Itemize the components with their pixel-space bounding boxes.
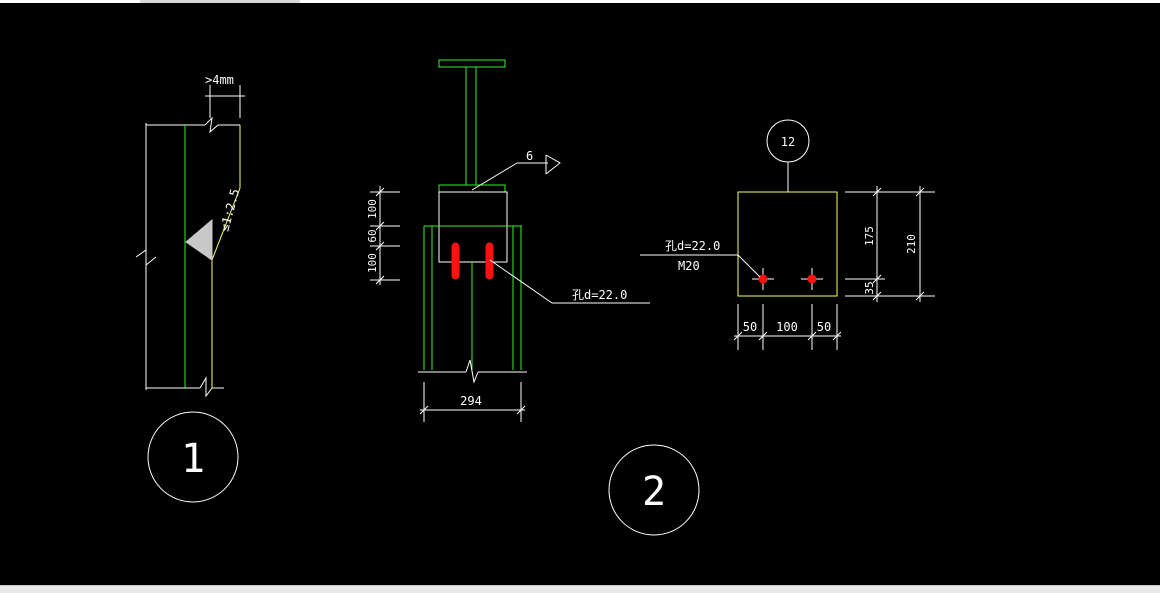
width-dimension xyxy=(419,382,526,422)
detail-12-number: 12 xyxy=(781,135,795,149)
dim-bottom-label: 100 xyxy=(366,253,379,273)
column-break xyxy=(418,359,527,384)
i-beam xyxy=(438,59,506,193)
weld-leader xyxy=(471,154,561,191)
plate-hole-leader xyxy=(640,254,761,278)
slope-label: ≤1:2.5 xyxy=(217,187,242,233)
drawing-canvas[interactable]: >4mm ≤1:2.5 xyxy=(0,3,1160,585)
toolbar-tab[interactable] xyxy=(140,0,300,3)
top-toolbar-strip xyxy=(0,0,1160,3)
bolt-holes xyxy=(451,242,494,280)
plate-hole-label: 孔d=22.0 xyxy=(665,239,720,253)
width-label: 294 xyxy=(460,394,482,408)
plate-hole-right xyxy=(807,274,817,284)
base-plate xyxy=(737,191,838,297)
detail-2: 6 xyxy=(366,59,700,536)
slope-transition xyxy=(211,125,241,388)
vertical-dimensions xyxy=(370,186,400,285)
detail-12: 12 孔d=22.0 M xyxy=(640,119,935,350)
drawing-svg: >4mm ≤1:2.5 xyxy=(135,59,935,536)
detail-2-number: 2 xyxy=(642,469,666,515)
width-dimensions xyxy=(733,304,842,350)
hole-leader xyxy=(489,259,650,304)
bolt-left xyxy=(451,242,460,280)
connection-plate xyxy=(438,191,508,263)
dim-left-label: 50 xyxy=(743,320,757,334)
weld-size-label: 6 xyxy=(526,149,533,163)
hole-label: 孔d=22.0 xyxy=(572,288,627,302)
gap-dimension xyxy=(205,85,245,118)
dim-right-label: 50 xyxy=(817,320,831,334)
dim-mid-label: 60 xyxy=(366,229,379,242)
weld-triangle xyxy=(185,218,213,261)
plate-hole-left xyxy=(758,274,768,284)
plate-outline xyxy=(135,116,240,398)
detail-2-circle xyxy=(608,444,700,536)
gap-dimension-label: >4mm xyxy=(205,73,234,87)
plate-bolt-label: M20 xyxy=(678,259,700,273)
dim-height-total-label: 210 xyxy=(905,234,918,254)
dim-height-lower-label: 35 xyxy=(863,281,876,294)
dim-height-upper-label: 175 xyxy=(863,226,876,246)
height-dimensions xyxy=(845,186,935,302)
dim-top-label: 100 xyxy=(366,199,379,219)
status-bar xyxy=(0,585,1160,593)
detail-1-circle xyxy=(147,411,239,503)
bolt-right xyxy=(485,242,494,280)
dim-center-label: 100 xyxy=(776,320,798,334)
plate-holes xyxy=(752,268,823,290)
column-section xyxy=(423,225,522,370)
detail-1: >4mm ≤1:2.5 xyxy=(135,73,245,503)
detail-1-number: 1 xyxy=(181,436,205,482)
